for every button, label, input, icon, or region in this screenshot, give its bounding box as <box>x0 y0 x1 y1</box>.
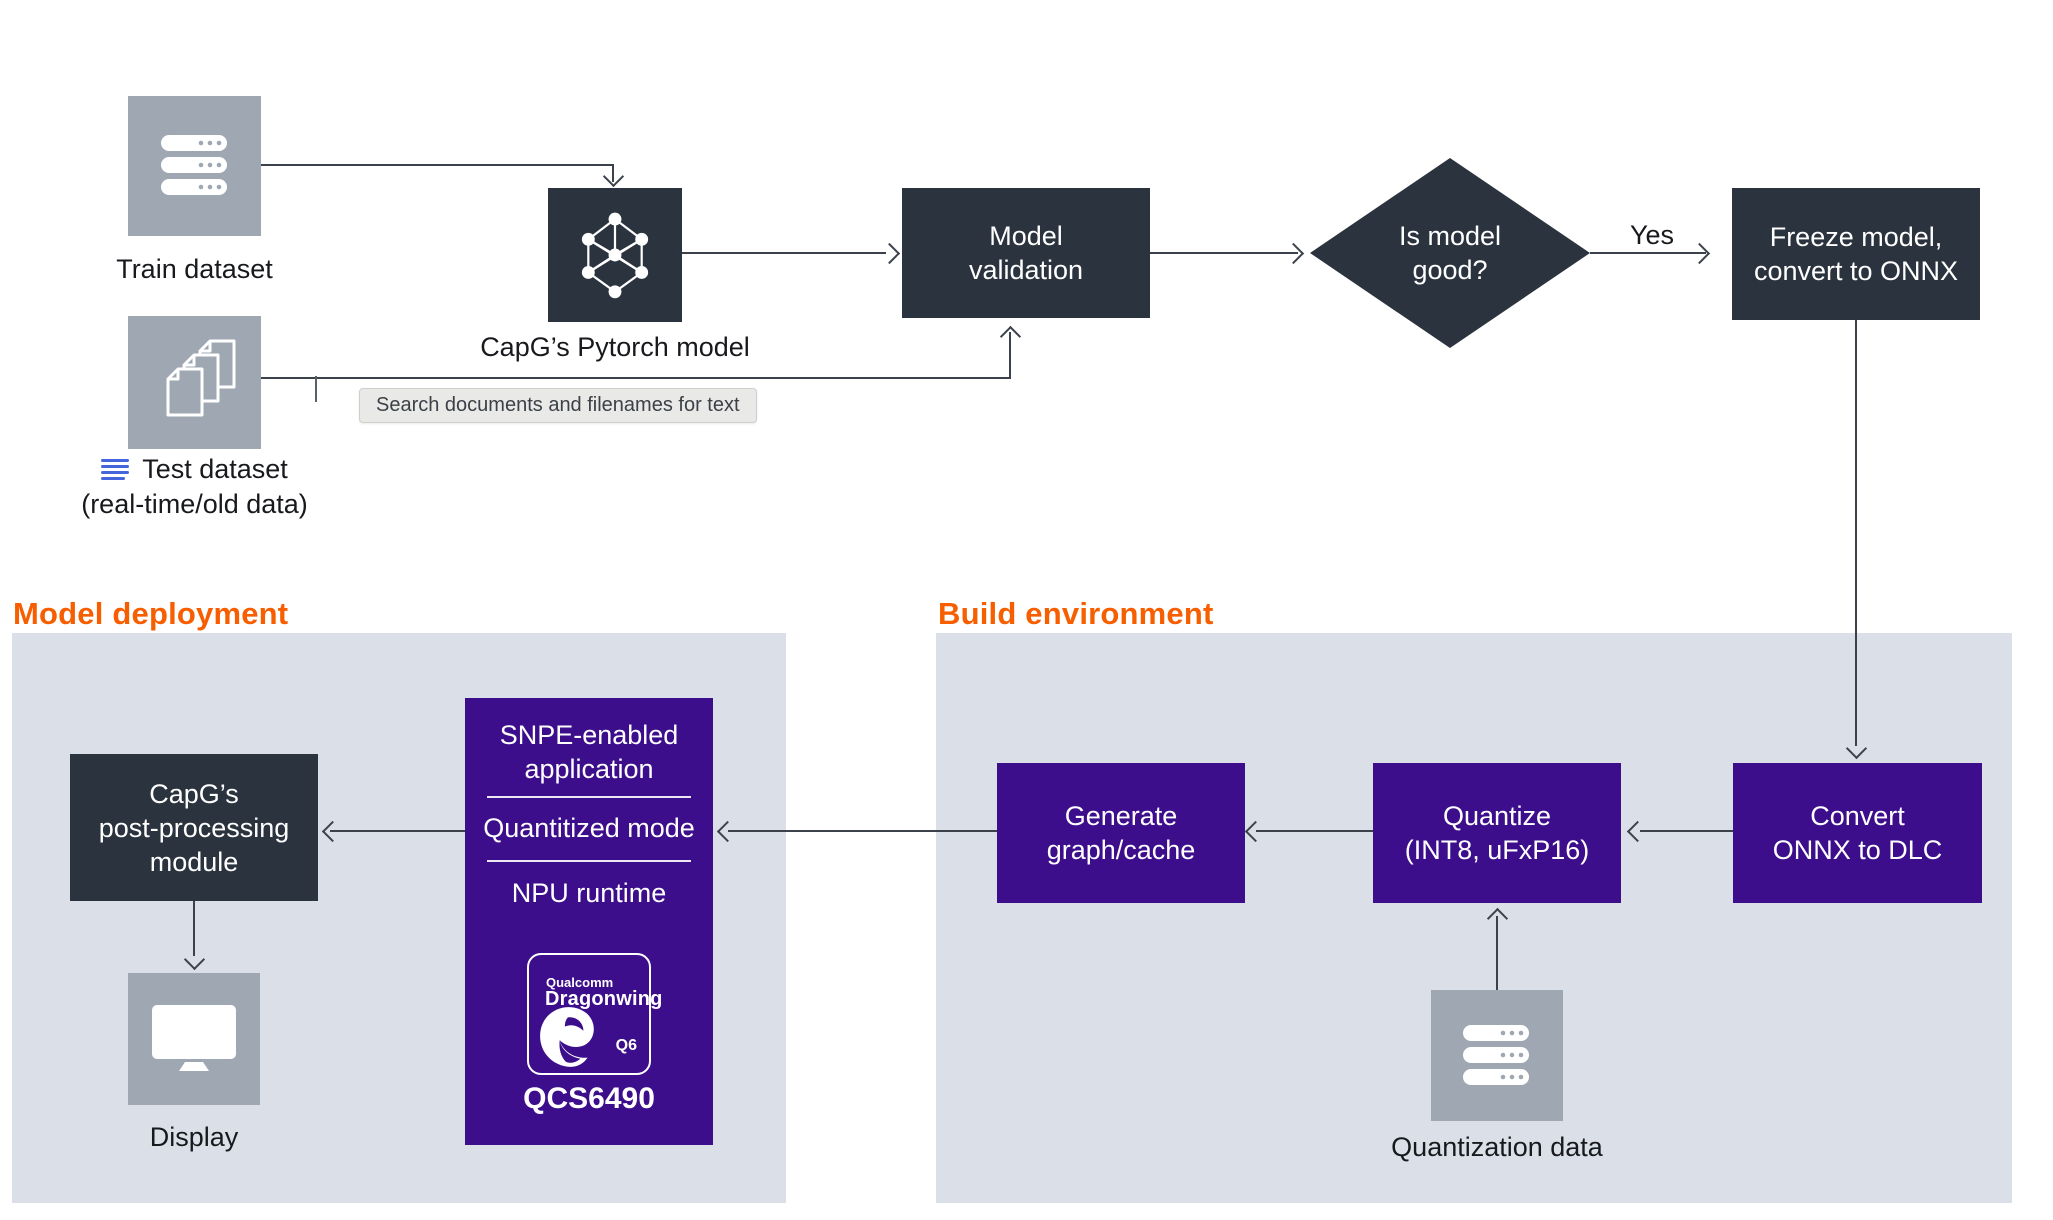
dragonwing-badge-text: Q6 <box>615 1037 637 1054</box>
connector-convert-to-quantize <box>1640 830 1733 832</box>
test-dataset-label: Test dataset <box>142 454 288 484</box>
snpe-line2: application <box>524 754 654 784</box>
dragonwing-logo: Qualcomm Dragonwing Q6 <box>527 953 662 1075</box>
connector-train-to-pytorch-drop <box>612 164 614 182</box>
generate-line1: Generate <box>1064 801 1178 831</box>
test-dataset-sublabel: (real-time/old data) <box>81 489 308 519</box>
generate-graph-box: Generate graph/cache <box>997 763 1245 903</box>
quantize-line1: Quantize <box>1442 801 1552 831</box>
connector-snpe-to-postprocessing <box>330 830 465 832</box>
dragonwing-product-text: Dragonwing <box>545 988 663 1010</box>
postprocessing-line1: CapG’s <box>149 778 239 809</box>
arrowhead-into-validation <box>878 242 901 265</box>
connector-train-to-pytorch <box>261 164 614 166</box>
connector-pytorch-to-validation <box>682 252 886 254</box>
neural-network-icon <box>581 212 649 299</box>
arrowhead-into-decision <box>1282 242 1305 265</box>
pytorch-model-box <box>548 188 682 322</box>
snpe-line1: SNPE-enabled <box>499 720 679 750</box>
freeze-model-line1: Freeze model, <box>1769 222 1943 252</box>
test-dataset-caption: Test dataset (real-time/old data) <box>18 452 371 521</box>
diamond-shape <box>1310 158 1590 348</box>
quantize-box: Quantize (INT8, uFxP16) <box>1373 763 1621 903</box>
connector-test-to-validation <box>261 377 1011 379</box>
yes-label: Yes <box>1629 220 1675 250</box>
snpe-divider-1 <box>487 796 691 798</box>
arrowhead-into-validation-bottom <box>999 325 1022 348</box>
quantize-line2: (INT8, uFxP16) <box>1404 835 1590 865</box>
arrowhead-into-pytorch <box>602 165 625 188</box>
display-box <box>128 973 260 1105</box>
hover-tooltip: Search documents and filenames for text <box>359 388 757 423</box>
model-deployment-title: Model deployment <box>13 596 289 631</box>
connector-decision-to-freeze <box>1590 252 1706 254</box>
decision-diamond: Is model good? <box>1310 158 1590 348</box>
snpe-application-box: SNPE-enabled application Quantitized mod… <box>465 698 713 1145</box>
postprocessing-line2: post-processing <box>98 812 290 843</box>
snpe-mode-label: Quantitized mode <box>483 813 695 843</box>
connector-qdata-to-quantize <box>1496 916 1498 990</box>
server-icon <box>1463 1024 1529 1085</box>
connector-freeze-to-convert <box>1855 320 1857 746</box>
quantization-data-label: Quantization data <box>1391 1132 1603 1162</box>
convert-onnx-box: Convert ONNX to DLC <box>1733 763 1982 903</box>
text-cursor <box>315 376 317 402</box>
documents-icon <box>166 339 235 416</box>
train-dataset-box <box>128 96 261 236</box>
snpe-divider-2 <box>487 860 691 862</box>
connector-generate-to-snpe <box>728 830 997 832</box>
postprocessing-box: CapG’s post-processing module <box>70 754 318 901</box>
postprocessing-line3: module <box>149 846 239 877</box>
model-validation-line2: validation <box>968 255 1084 285</box>
freeze-model-box: Freeze model, convert to ONNX <box>1732 188 1980 320</box>
convert-line2: ONNX to DLC <box>1772 835 1943 865</box>
display-label: Display <box>149 1122 239 1152</box>
connector-validation-to-decision <box>1150 252 1298 254</box>
connector-test-to-validation-rise <box>1009 332 1011 378</box>
text-lines-icon <box>101 458 130 480</box>
monitor-icon <box>152 1005 236 1071</box>
connector-quantize-to-generate <box>1256 830 1373 832</box>
dragonwing-brand-text: Qualcomm <box>546 975 614 990</box>
test-dataset-box[interactable] <box>128 316 261 449</box>
model-validation-box: Model validation <box>902 188 1150 318</box>
train-dataset-label: Train dataset <box>116 254 273 284</box>
build-environment-title: Build environment <box>938 596 1214 631</box>
dragonwing-swirl-icon <box>540 1007 594 1067</box>
convert-line1: Convert <box>1810 801 1905 831</box>
snpe-chip-label: QCS6490 <box>523 1082 655 1115</box>
pytorch-model-label: CapG’s Pytorch model <box>480 332 750 362</box>
quantization-data-box <box>1431 990 1563 1121</box>
freeze-model-line2: convert to ONNX <box>1753 256 1959 286</box>
generate-line2: graph/cache <box>1046 835 1196 865</box>
server-icon <box>160 135 227 195</box>
decision-label: Is model good? <box>1398 221 1502 285</box>
connector-postprocessing-to-display <box>193 901 195 956</box>
model-validation-line1: Model <box>989 221 1063 251</box>
snpe-runtime-label: NPU runtime <box>511 878 667 908</box>
